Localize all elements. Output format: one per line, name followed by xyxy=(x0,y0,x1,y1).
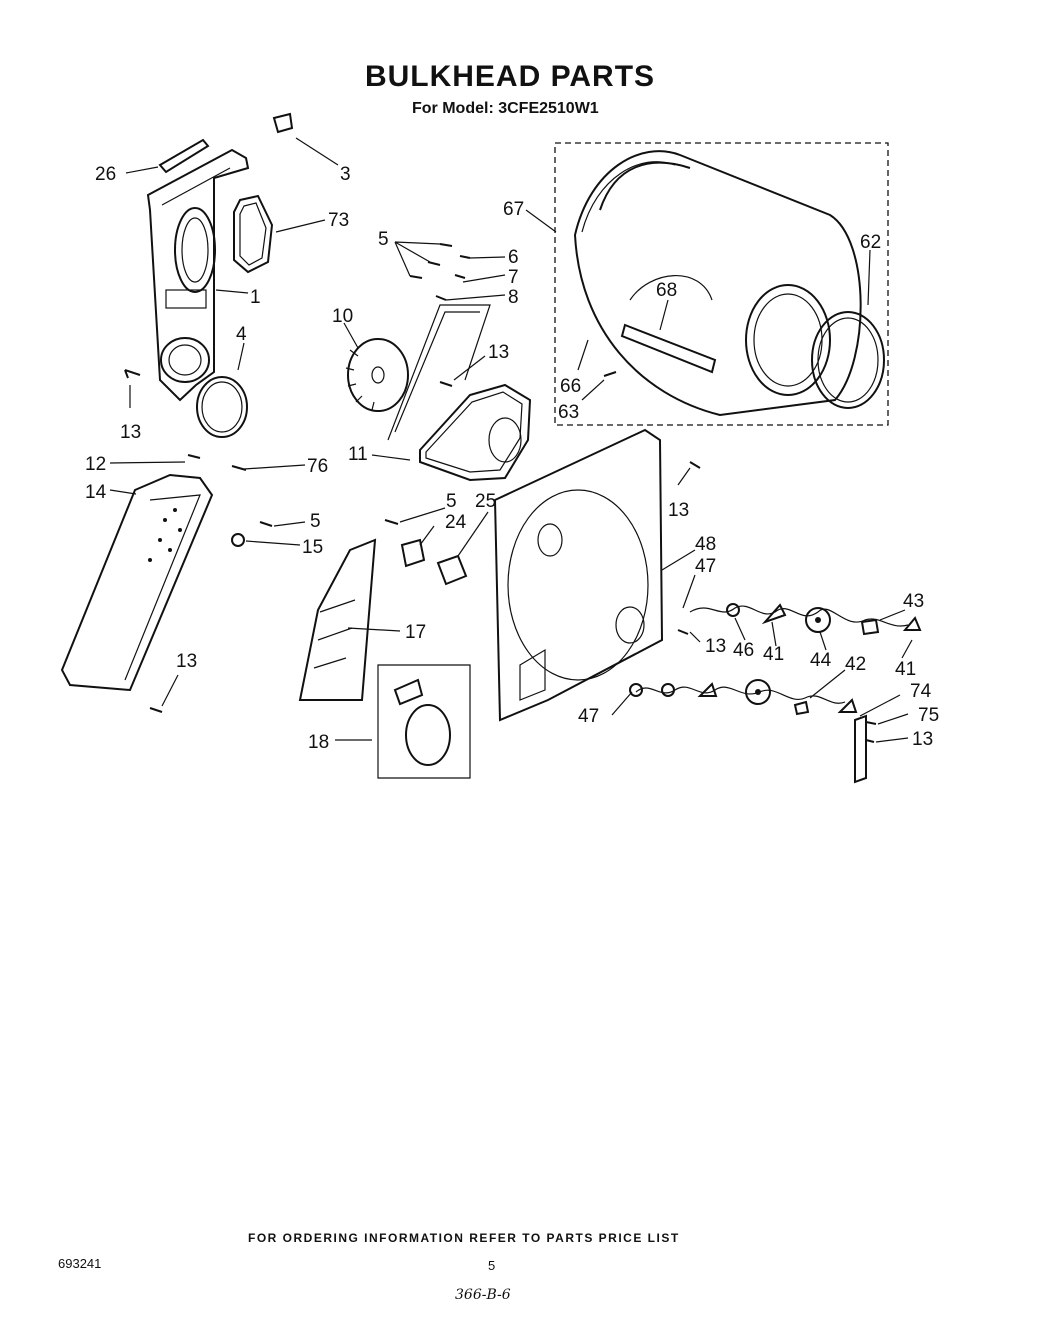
callout-25: 25 xyxy=(475,491,496,512)
drum-rear-seal xyxy=(811,311,885,409)
model-subtitle: For Model: 3CFE2510W1 xyxy=(412,100,599,117)
lower-front-panel xyxy=(60,473,214,692)
callout-5-b: 5 xyxy=(310,511,321,532)
callout-41-b: 41 xyxy=(895,659,916,680)
handwritten-code: 366-B-6 xyxy=(455,1287,511,1303)
callout-13-e: 13 xyxy=(705,636,726,657)
ordering-info-note: FOR ORDERING INFORMATION REFER TO PARTS … xyxy=(248,1231,680,1245)
drum-baffle xyxy=(620,323,717,374)
callout-12: 12 xyxy=(85,454,106,475)
door-seal xyxy=(233,194,274,274)
callout-74: 74 xyxy=(910,681,932,702)
callout-6: 6 xyxy=(508,247,519,268)
callout-8: 8 xyxy=(508,287,519,308)
callout-5-a: 5 xyxy=(378,229,389,250)
callout-43: 43 xyxy=(903,591,924,612)
callout-13-c: 13 xyxy=(176,651,197,672)
heating-element-kit xyxy=(377,664,471,779)
drum-assembly-box xyxy=(554,142,889,426)
thermostat-part xyxy=(400,538,426,568)
front-bulkhead-panel xyxy=(146,148,250,402)
callout-17: 17 xyxy=(405,622,426,643)
document-number: 693241 xyxy=(58,1256,102,1271)
plug-part xyxy=(272,112,294,134)
blower-housing xyxy=(419,383,532,482)
callout-67: 67 xyxy=(503,199,524,220)
callout-26: 26 xyxy=(95,164,116,185)
callout-13-d: 13 xyxy=(668,500,689,521)
idler-bracket xyxy=(854,714,867,784)
page-title: BULKHEAD PARTS xyxy=(364,60,656,93)
callout-48: 48 xyxy=(695,534,716,555)
callout-1: 1 xyxy=(250,287,261,308)
heater-assembly xyxy=(298,538,377,701)
thermal-fuse-block xyxy=(436,554,468,586)
callout-46: 46 xyxy=(733,640,754,661)
callout-3: 3 xyxy=(340,164,351,185)
callout-5-c: 5 xyxy=(446,491,457,512)
callout-73: 73 xyxy=(328,210,349,231)
callout-47-b: 47 xyxy=(578,706,599,727)
callout-44: 44 xyxy=(810,650,832,671)
door-handle xyxy=(158,138,210,174)
callout-18: 18 xyxy=(308,732,329,753)
callout-13-f: 13 xyxy=(912,729,933,750)
callout-41-a: 41 xyxy=(763,644,784,665)
callout-13-b: 13 xyxy=(488,342,509,363)
leader-lines xyxy=(109,137,913,743)
callout-24: 24 xyxy=(445,512,467,533)
callout-7: 7 xyxy=(508,267,519,288)
callout-66: 66 xyxy=(560,376,581,397)
blower-wheel xyxy=(345,338,409,412)
rear-bulkhead xyxy=(493,428,664,722)
callout-62: 62 xyxy=(860,232,881,253)
callout-14: 14 xyxy=(85,482,107,503)
dryer-drum xyxy=(573,150,862,417)
callout-4: 4 xyxy=(236,324,247,345)
callout-42: 42 xyxy=(845,654,866,675)
callout-15: 15 xyxy=(302,537,323,558)
idler-pulley-chain xyxy=(629,603,922,716)
callout-13-a: 13 xyxy=(120,422,141,443)
callout-11: 11 xyxy=(348,444,368,465)
seal-ring xyxy=(196,376,248,438)
screws xyxy=(124,243,877,743)
callout-76: 76 xyxy=(307,456,328,477)
callout-10: 10 xyxy=(332,306,353,327)
callout-47-a: 47 xyxy=(695,556,716,577)
callout-75: 75 xyxy=(918,705,939,726)
page-number: 5 xyxy=(488,1258,496,1273)
blower-gasket xyxy=(387,304,491,441)
callout-68: 68 xyxy=(656,280,677,301)
callout-63: 63 xyxy=(558,402,579,423)
